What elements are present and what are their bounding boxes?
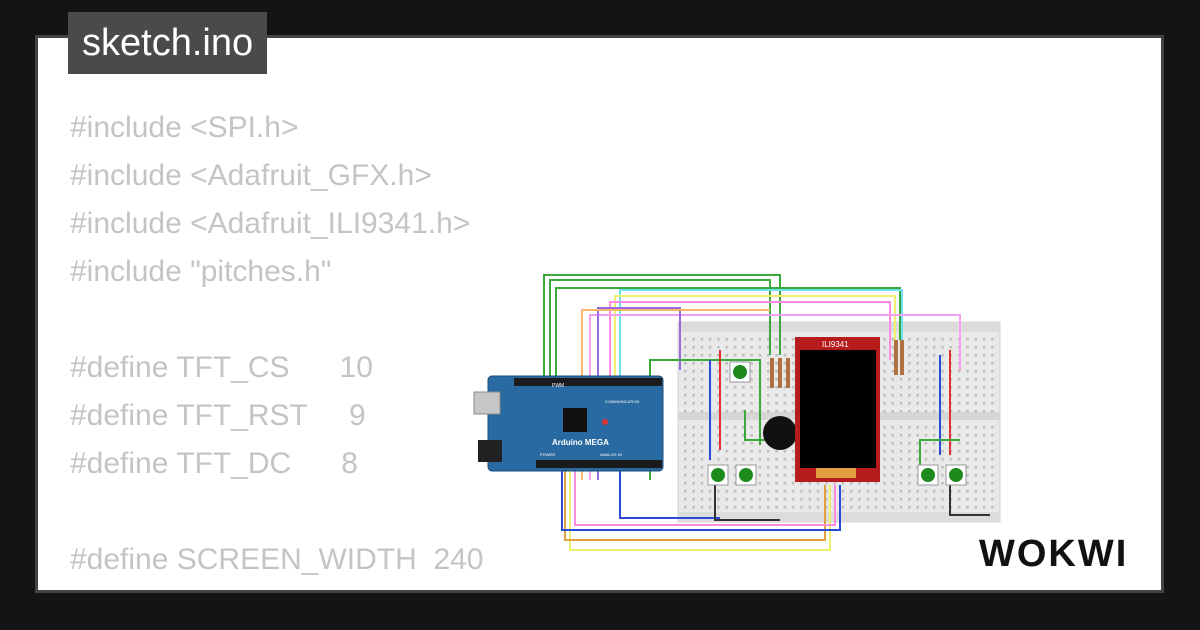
code-editor: #include <SPI.h> #include <Adafruit_GFX.h… xyxy=(70,104,490,590)
svg-text:WOKWI: WOKWI xyxy=(979,533,1128,575)
ili9341-display: ILI9341 xyxy=(795,337,880,482)
buzzer xyxy=(763,416,797,450)
power-label: POWER xyxy=(540,452,555,457)
wokwi-logo: WOKWI xyxy=(979,533,1128,575)
code-line: #include <SPI.h> xyxy=(70,111,299,144)
push-buttons xyxy=(707,361,967,486)
wires xyxy=(543,274,990,551)
analog-in-label: ANALOG IN xyxy=(600,452,622,457)
board-name: Arduino MEGA xyxy=(552,438,609,447)
code-line: #define SCREEN_HEIGHT 320 xyxy=(70,584,490,590)
file-tab[interactable]: sketch.ino xyxy=(68,12,268,74)
code-card: #include <SPI.h> #include <Adafruit_GFX.h… xyxy=(35,35,1164,593)
display-label: ILI9341 xyxy=(822,340,849,349)
code-line: #define TFT_CS 10 xyxy=(70,351,373,384)
circuit-diagram: PWM COMMUNICATION Arduino MEGA POWER ANA… xyxy=(473,274,1001,551)
code-line xyxy=(70,488,490,536)
code-line xyxy=(70,296,490,344)
code-line: #include <Adafruit_GFX.h> xyxy=(70,159,432,192)
communication-label: COMMUNICATION xyxy=(605,399,639,404)
arduino-mega-board: PWM COMMUNICATION Arduino MEGA POWER ANA… xyxy=(473,375,664,472)
code-line: #include "pitches.h" xyxy=(70,255,332,288)
pwm-label: PWM xyxy=(552,383,564,389)
code-line: #define TFT_RST 9 xyxy=(70,399,366,432)
code-line: #define TFT_DC 8 xyxy=(70,447,358,480)
code-line: #include <Adafruit_ILI9341.h> xyxy=(70,207,471,240)
code-line: #define SCREEN_WIDTH 240 xyxy=(70,543,484,576)
resistors xyxy=(770,340,904,388)
